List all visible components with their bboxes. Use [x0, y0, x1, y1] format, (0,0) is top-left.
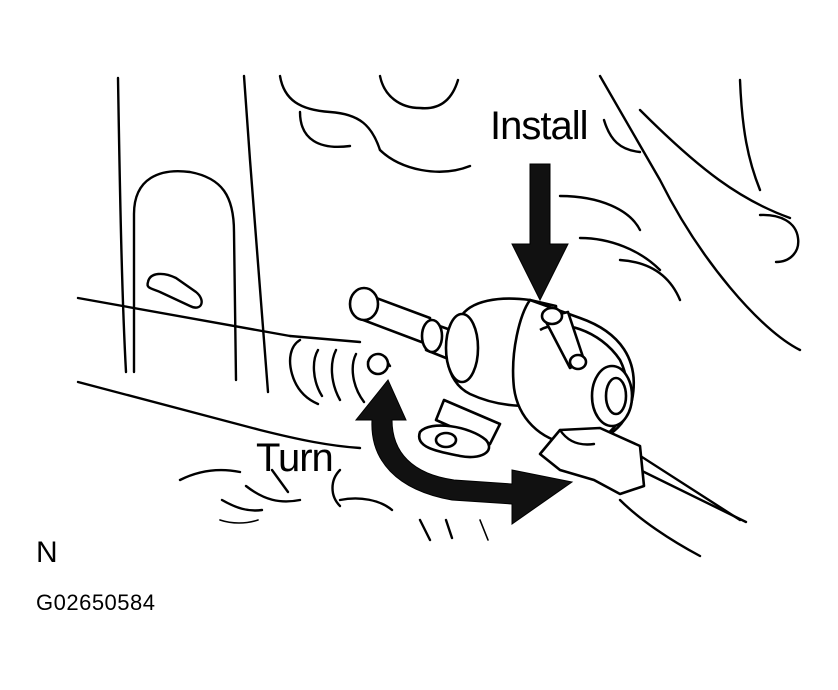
curved-double-arrow-icon [354, 379, 574, 525]
install-label: Install [490, 104, 588, 148]
bracket-slot [132, 170, 238, 382]
lower-outlines [219, 468, 489, 542]
turn-arrow [354, 379, 574, 525]
pressure-regulator [348, 286, 635, 446]
figure-code: G02650584 [36, 590, 156, 615]
view-letter: N [36, 536, 58, 569]
turn-label: Turn [256, 436, 334, 480]
engine-block-outline [116, 74, 802, 482]
install-arrow [511, 163, 569, 302]
arrow-down-icon [511, 163, 569, 302]
retaining-clip [417, 398, 646, 496]
